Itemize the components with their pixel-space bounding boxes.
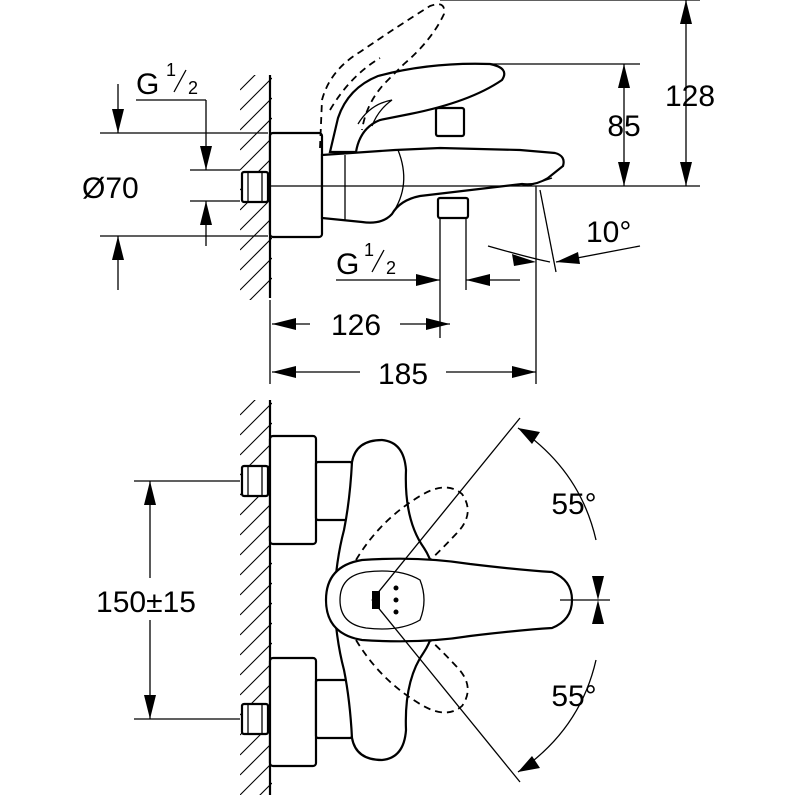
- temperature-mark: [372, 591, 380, 609]
- thread-den-outlet: 2: [386, 258, 396, 278]
- side-view-dimensions: 128 85 Ø70 G 1 2 G 1 2: [82, 0, 715, 391]
- dim-angle-55-down-label: 55°: [551, 680, 596, 713]
- lever-side: [328, 62, 506, 154]
- angle-ray-up: [371, 417, 521, 601]
- thread-label-wall: G: [136, 68, 159, 101]
- thread-label-outlet: G: [336, 248, 359, 281]
- lever-raised-dashed: [319, 3, 446, 149]
- lever-rotated-up: [355, 486, 469, 591]
- top-view-dimensions: 150±15 55° 55°: [96, 417, 610, 783]
- wall-top-view: [240, 400, 272, 795]
- angle-ray-down: [371, 599, 521, 783]
- dim-85-label: 85: [607, 110, 640, 143]
- diverter-knob: [434, 106, 466, 138]
- dim-126-label: 126: [331, 309, 381, 342]
- dim-angle-10-label: 10°: [586, 216, 631, 249]
- mixer-top-view: [240, 434, 574, 768]
- flange-top: [268, 434, 318, 546]
- flange-bottom: [268, 656, 318, 768]
- lever-rotated-down: [355, 609, 469, 714]
- dim-128-label: 128: [665, 80, 715, 113]
- outlet-connector: [436, 196, 470, 220]
- lever-top: [324, 557, 574, 643]
- thread-num-outlet: 1: [364, 240, 374, 260]
- dim-angle-55-up-label: 55°: [551, 488, 596, 521]
- dim-spacing-label: 150±15: [96, 586, 196, 619]
- dim-diameter-label: Ø70: [82, 172, 139, 205]
- thread-num-wall: 1: [166, 60, 176, 80]
- connector-nut-side: [240, 170, 270, 204]
- connector-nut-bottom: [240, 702, 270, 736]
- thread-den-wall: 2: [188, 78, 198, 98]
- dim-185-label: 185: [378, 358, 428, 391]
- wall-hatching-bottom: [240, 400, 272, 795]
- wall-flange-side: [268, 131, 324, 239]
- mixer-side-view: [240, 3, 565, 239]
- connector-nut-top: [240, 464, 270, 498]
